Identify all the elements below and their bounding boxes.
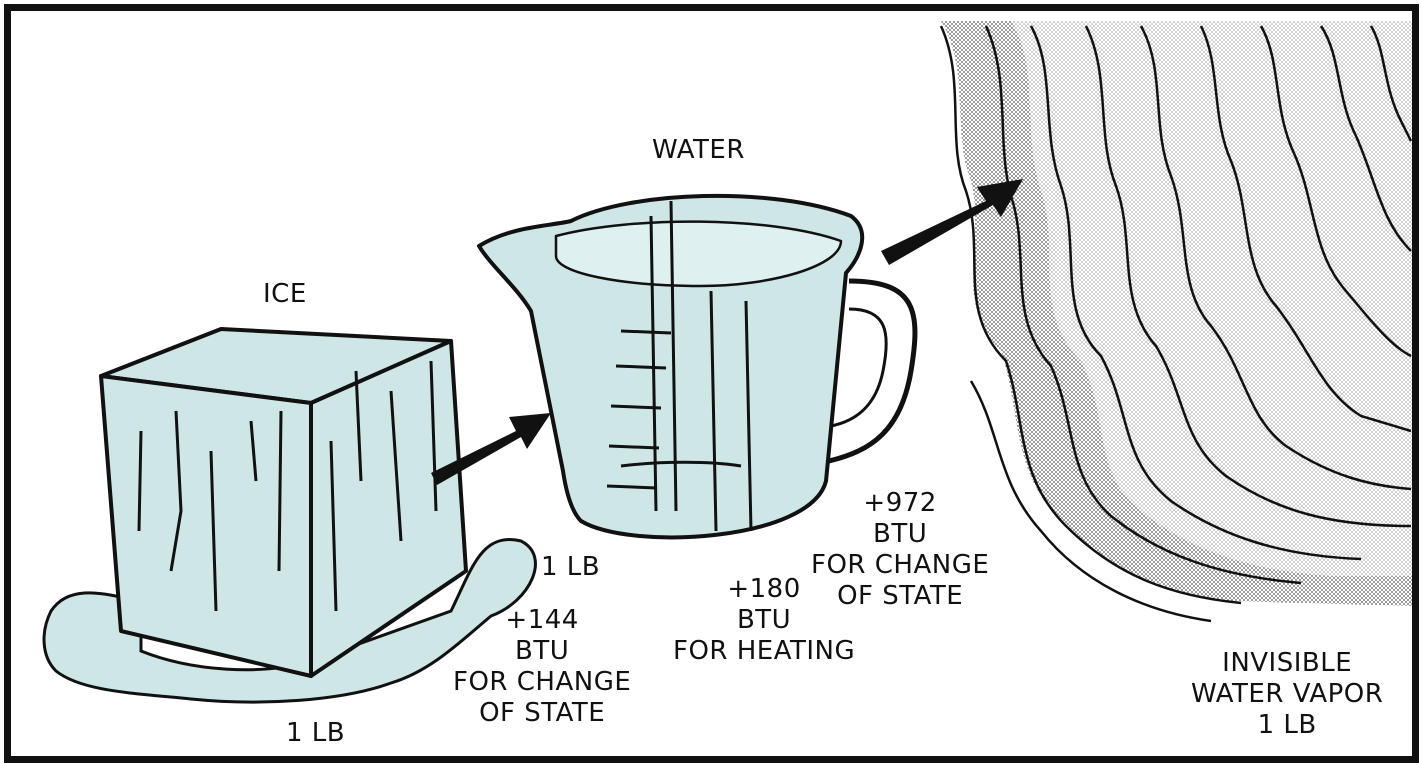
water-label: WATER [652, 135, 745, 166]
melt-energy-label: +144 BTU FOR CHANGE OF STATE [453, 605, 631, 729]
ice-weight-label: 1 LB [286, 718, 345, 749]
water-weight-label: 1 LB [541, 552, 600, 583]
vaporize-energy-label: +972 BTU FOR CHANGE OF STATE [811, 488, 989, 612]
diagram-frame: ICE WATER 1 LB 1 LB +144 BTU FOR CHANGE … [4, 4, 1419, 763]
vapor-cloud-icon [941, 21, 1412, 621]
vapor-label: INVISIBLE WATER VAPOR 1 LB [1191, 648, 1383, 741]
measuring-cup-icon [479, 196, 915, 538]
ice-label: ICE [263, 279, 307, 310]
